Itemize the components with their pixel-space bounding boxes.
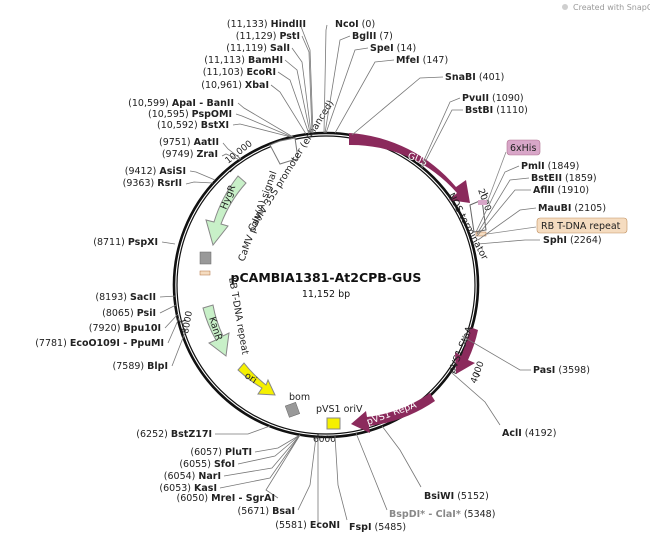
site-bstz17i[interactable]: (6252) BstZ17I xyxy=(136,429,212,440)
backbone-outer xyxy=(172,131,480,439)
misc-feature-left xyxy=(199,251,212,265)
pvs1-repa-feature[interactable] xyxy=(351,393,435,433)
site-fspi[interactable]: FspI (5485) xyxy=(349,522,406,533)
site-maubi[interactable]: MauBI (2105) xyxy=(538,203,606,214)
site-sacii[interactable]: (8193) SacII xyxy=(95,292,156,303)
site-bpu10i[interactable]: (7920) Bpu10I xyxy=(89,323,161,334)
site-psii[interactable]: (8065) PsiI xyxy=(102,308,156,319)
camv-promoter-feature[interactable] xyxy=(269,137,299,165)
site-sali[interactable]: (11,119) SalI xyxy=(226,43,290,54)
site-pasi[interactable]: PasI (3598) xyxy=(533,365,590,376)
site-apai-banii[interactable]: (10,599) ApaI - BanII xyxy=(128,98,234,109)
his-callout[interactable] xyxy=(506,139,541,156)
pvs1-oriv-feature[interactable] xyxy=(326,417,341,430)
bom-label: bom xyxy=(289,392,310,403)
site-econi[interactable]: (5581) EcoNI xyxy=(275,520,340,531)
site-asisi[interactable]: (9412) AsiSI xyxy=(125,166,186,177)
his-mark xyxy=(478,200,487,205)
hygr-feature[interactable] xyxy=(205,175,247,247)
site-zrai[interactable]: (9749) ZraI xyxy=(162,149,218,160)
site-lines xyxy=(159,23,540,523)
site-nari[interactable]: (6054) NarI xyxy=(164,471,221,482)
site-spei[interactable]: SpeI (14) xyxy=(370,43,416,54)
feature-callouts: 6xHis RB T-DNA repeat xyxy=(486,139,628,235)
site-aflii[interactable]: AflII (1910) xyxy=(533,185,589,196)
site-kasi[interactable]: (6053) KasI xyxy=(159,483,217,494)
site-bsai[interactable]: (5671) BsaI xyxy=(238,506,295,517)
site-psti[interactable]: (11,129) PstI xyxy=(236,31,300,42)
site-labels: (11,133) HindIII (11,129) PstI (11,119) … xyxy=(35,19,606,533)
backbone-inner xyxy=(176,135,476,435)
rb-callout[interactable] xyxy=(536,217,628,234)
gus-feature[interactable] xyxy=(349,133,470,203)
ori-feature[interactable] xyxy=(237,362,276,396)
credit-text: Created with SnapGene® xyxy=(573,3,650,12)
gus-label: GUS xyxy=(406,151,429,169)
tick-8000: 8000 xyxy=(181,310,195,335)
site-pmli[interactable]: PmlI (1849) xyxy=(521,161,579,172)
site-ecori[interactable]: (11,103) EcoRI xyxy=(203,67,276,78)
lb-mark xyxy=(199,270,211,276)
plasmid-name: pCAMBIA1381-At2CPB-GUS xyxy=(231,270,422,285)
site-mfei[interactable]: MfeI (147) xyxy=(396,55,448,66)
site-acli[interactable]: AclI (4192) xyxy=(502,428,556,439)
snapgene-credit: Created with SnapGene® xyxy=(562,3,650,12)
kanr-label: KanR xyxy=(206,316,224,343)
site-pspomi[interactable]: (10,595) PspOMI xyxy=(148,109,232,120)
site-bstbi[interactable]: BstBI (1110) xyxy=(465,105,528,116)
site-bglii[interactable]: BglII (7) xyxy=(352,31,393,42)
lb-label: LB T-DNA repeat xyxy=(226,277,250,356)
pvs1-oriv-label: pVS1 oriV xyxy=(316,404,363,415)
site-pvuii[interactable]: PvuII (1090) xyxy=(462,93,524,104)
site-blpi[interactable]: (7589) BlpI xyxy=(113,361,168,372)
bom-feature[interactable] xyxy=(284,401,301,418)
rb-label: RB T-DNA repeat xyxy=(541,221,621,232)
site-rsrii[interactable]: (9363) RsrII xyxy=(123,178,182,189)
site-aatii[interactable]: (9751) AatII xyxy=(159,137,219,148)
site-mrei-sgrai[interactable]: (6050) MreI - SgrAI xyxy=(176,493,275,504)
kanr-feature[interactable] xyxy=(202,304,230,357)
site-bstxi[interactable]: (10,592) BstXI xyxy=(157,120,229,131)
site-pluti[interactable]: (6057) PluTI xyxy=(190,447,252,458)
site-bsiwi[interactable]: BsiWI (5152) xyxy=(424,491,489,502)
site-hindiii[interactable]: (11,133) HindIII xyxy=(227,19,306,30)
site-xbai[interactable]: (10,961) XbaI xyxy=(201,80,269,91)
site-bspdi-clai[interactable]: BspDI* - ClaI* (5348) xyxy=(389,509,495,520)
site-ncoi[interactable]: NcoI (0) xyxy=(335,19,375,30)
site-bamhi[interactable]: (11,113) BamHI xyxy=(204,55,283,66)
site-sphi[interactable]: SphI (2264) xyxy=(543,235,602,246)
site-pspxi[interactable]: (8711) PspXI xyxy=(93,237,158,248)
his-label: 6xHis xyxy=(510,143,536,154)
site-ecoo109i-ppumi[interactable]: (7781) EcoO109I - PpuMI xyxy=(35,338,164,349)
site-bsteii[interactable]: BstEII (1859) xyxy=(531,173,597,184)
site-sfoi[interactable]: (6055) SfoI xyxy=(179,459,235,470)
pvs1-staa-feature[interactable] xyxy=(455,327,478,374)
tick-6000: 6000 xyxy=(313,435,336,445)
plasmid-size: 11,152 bp xyxy=(302,289,350,300)
site-snabi[interactable]: SnaBI (401) xyxy=(445,72,504,83)
